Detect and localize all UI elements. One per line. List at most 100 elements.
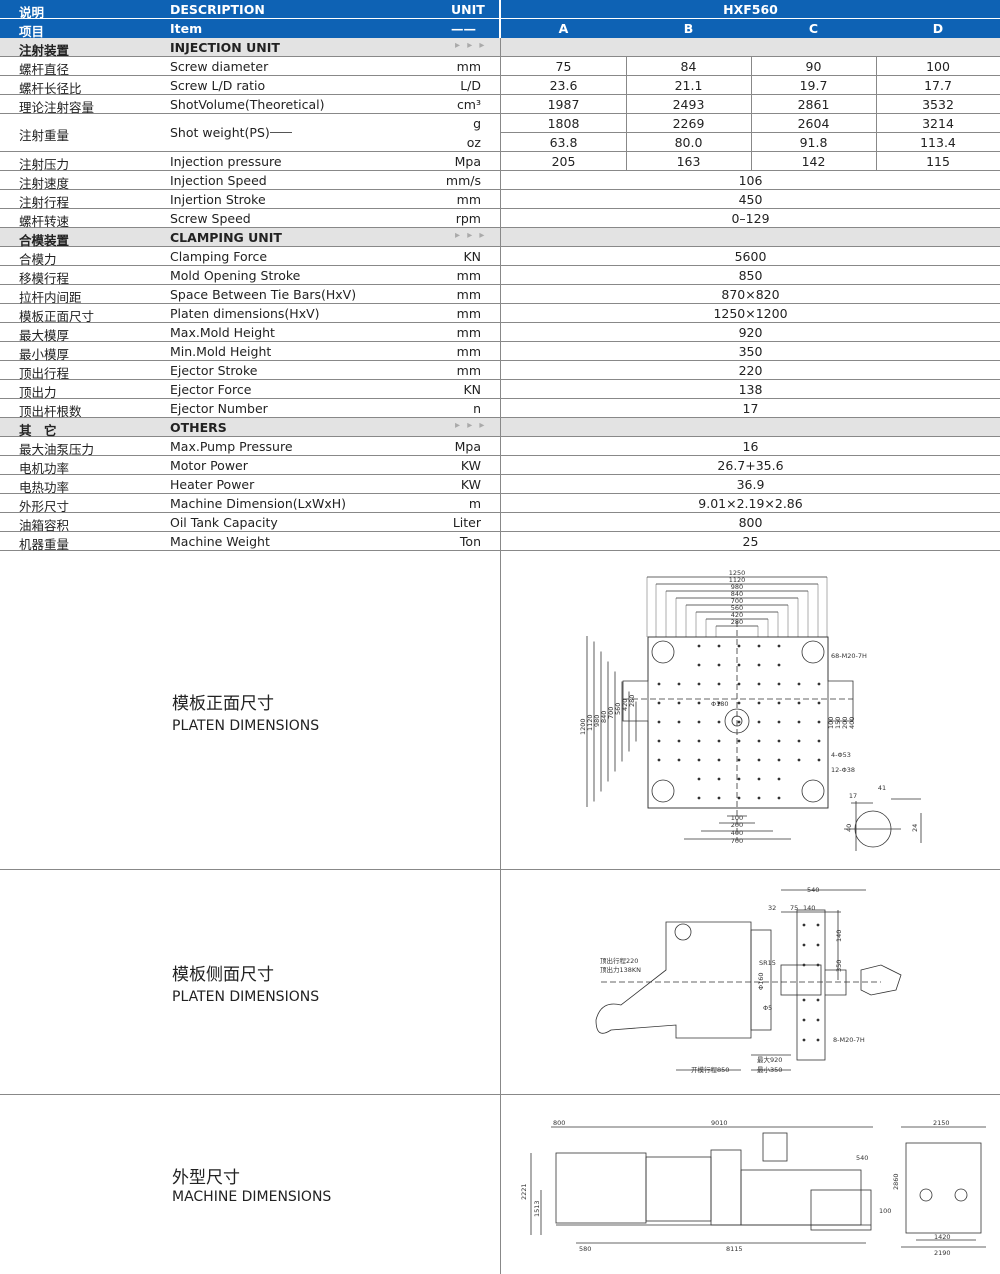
spec-label-en: Screw L/D ratio bbox=[170, 78, 266, 93]
tap-hole bbox=[657, 720, 661, 724]
divider bbox=[500, 475, 501, 493]
spec-value: 23.6 bbox=[549, 78, 578, 93]
divider bbox=[751, 114, 752, 151]
side-dim-140: 140 bbox=[803, 904, 815, 912]
tap-hole bbox=[777, 720, 781, 724]
spec-value: 3214 bbox=[922, 116, 954, 131]
tap-hole bbox=[777, 663, 781, 667]
spec-value: 80.0 bbox=[674, 135, 703, 150]
tap-hole bbox=[737, 739, 741, 743]
tap-hole bbox=[737, 701, 741, 705]
tap-hole bbox=[797, 758, 801, 762]
side-min: 最小350 bbox=[757, 1065, 782, 1074]
section-title-cn: 注射装置 bbox=[19, 43, 70, 58]
tap-hole bbox=[817, 720, 821, 724]
dim-right-3: 400 bbox=[848, 717, 856, 729]
spec-unit: L/D bbox=[460, 78, 481, 93]
spec-value: 0–129 bbox=[731, 211, 770, 226]
divider bbox=[500, 266, 501, 284]
dim-right-2: 200 bbox=[841, 717, 849, 729]
dim-bottom-0: 100 bbox=[731, 814, 743, 822]
mach-dim-2190: 2190 bbox=[934, 1249, 951, 1257]
spec-label-cn: 顶出行程 bbox=[19, 366, 70, 381]
dim-top-7: 280 bbox=[731, 618, 743, 626]
spec-value: 142 bbox=[801, 154, 826, 169]
dim-left-4: 700 bbox=[607, 707, 615, 719]
tap-hole bbox=[802, 923, 806, 927]
divider bbox=[626, 76, 627, 94]
mach-dim-540: 540 bbox=[856, 1154, 868, 1162]
tap-hole bbox=[697, 739, 701, 743]
spec-value: 350 bbox=[738, 344, 763, 359]
spec-label-cn: 顶出杆根数 bbox=[19, 404, 82, 419]
tap-hole bbox=[816, 1018, 820, 1022]
tap-hole bbox=[677, 720, 681, 724]
spec-label-en: Max.Pump Pressure bbox=[170, 439, 293, 454]
tap-hole bbox=[657, 739, 661, 743]
tap-hole bbox=[657, 682, 661, 686]
divider bbox=[876, 76, 877, 94]
spec-label-cn: 螺杆直径 bbox=[19, 62, 70, 77]
mach-dim-2150: 2150 bbox=[933, 1119, 950, 1127]
tap-hole bbox=[817, 682, 821, 686]
tap-hole bbox=[697, 758, 701, 762]
spec-unit: mm bbox=[456, 344, 481, 359]
spec-label-en: Shot weight(PS) bbox=[170, 125, 270, 140]
spec-unit: mm bbox=[456, 192, 481, 207]
spec-unit: mm bbox=[456, 268, 481, 283]
side-max: 最大920 bbox=[757, 1055, 782, 1064]
note-4phi53: 4-Φ53 bbox=[831, 751, 851, 759]
spec-value: 91.8 bbox=[799, 135, 828, 150]
spec-value: 850 bbox=[738, 268, 763, 283]
spec-label-en: Injection pressure bbox=[170, 154, 282, 169]
tap-hole bbox=[677, 701, 681, 705]
panel-side-title-en: PLATEN DIMENSIONS bbox=[172, 989, 320, 1005]
divider bbox=[500, 418, 501, 436]
dim-left-1: 1120 bbox=[586, 714, 594, 731]
divider bbox=[500, 38, 501, 56]
mach-dim-580: 580 bbox=[579, 1245, 591, 1253]
mach-dim-800: 800 bbox=[553, 1119, 565, 1127]
col-a: A bbox=[558, 21, 569, 36]
tap-hole bbox=[777, 682, 781, 686]
header-unit-dash: —— bbox=[451, 21, 476, 36]
side-m20: 8-M20-7H bbox=[833, 1036, 865, 1044]
note-12phi38: 12-Φ38 bbox=[831, 766, 855, 774]
tap-hole bbox=[757, 644, 761, 648]
spec-value: 920 bbox=[738, 325, 763, 340]
tap-hole bbox=[777, 758, 781, 762]
tap-hole bbox=[817, 758, 821, 762]
tap-hole bbox=[816, 1038, 820, 1042]
divider bbox=[500, 456, 501, 474]
spec-label-cn: 电热功率 bbox=[19, 480, 70, 495]
divider bbox=[500, 209, 501, 227]
tap-hole bbox=[717, 663, 721, 667]
detail-dim-41: 41 bbox=[878, 784, 886, 792]
spec-value: 1808 bbox=[547, 116, 580, 131]
tap-hole bbox=[737, 720, 741, 724]
tap-hole bbox=[697, 644, 701, 648]
mach-dim-1513: 1513 bbox=[533, 1200, 541, 1217]
divider bbox=[626, 95, 627, 113]
tap-hole bbox=[697, 720, 701, 724]
tap-hole bbox=[757, 720, 761, 724]
section-title-cn: 合模装置 bbox=[19, 233, 70, 248]
spec-value: 113.4 bbox=[920, 135, 956, 150]
tap-hole bbox=[802, 943, 806, 947]
spec-unit: mm bbox=[456, 325, 481, 340]
section-arrows: ▸ ▸ ▸ bbox=[455, 420, 487, 431]
tap-hole bbox=[737, 663, 741, 667]
spec-value: 16 bbox=[742, 439, 759, 454]
tap-hole bbox=[697, 663, 701, 667]
col-c: C bbox=[808, 21, 819, 36]
panel-front-title-en: PLATEN DIMENSIONS bbox=[172, 718, 320, 734]
